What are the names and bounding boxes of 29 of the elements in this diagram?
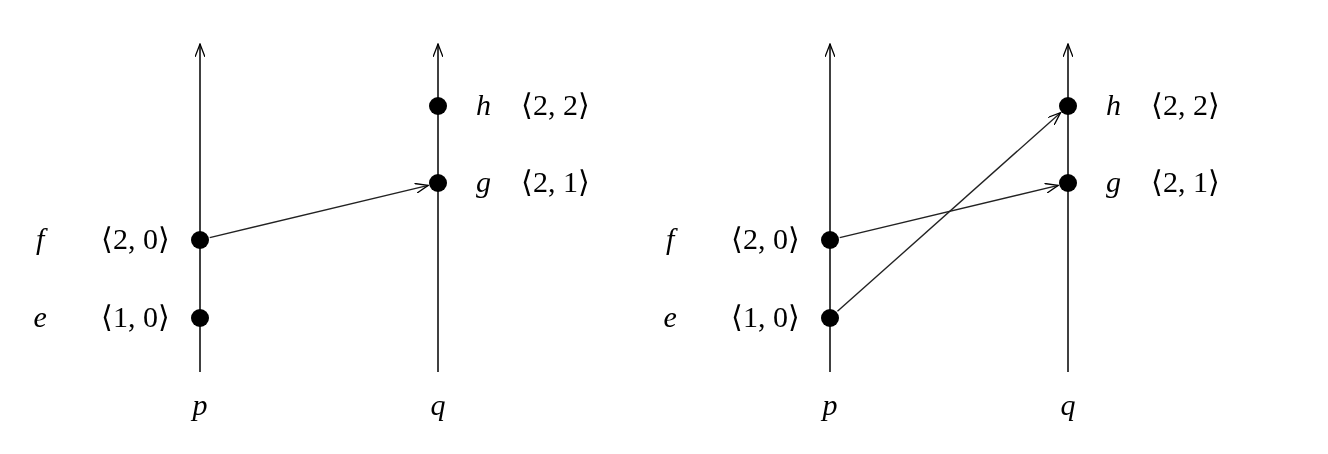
event-dot [429,97,447,115]
message-arrow [209,182,429,239]
vector-timestamp: ⟨2, 0⟩ [731,222,800,256]
event-name: g [1106,165,1121,199]
process-label: q [430,388,446,422]
event-dot [191,309,209,327]
event-dot [821,231,839,249]
vector-timestamp: ⟨2, 1⟩ [521,165,590,199]
event-dot [191,231,209,249]
vector-timestamp: ⟨2, 2⟩ [1151,88,1220,122]
vector-timestamp: ⟨2, 2⟩ [521,88,590,122]
process-label: q [1060,388,1076,422]
event-dot [821,309,839,327]
event-name: e [33,300,47,334]
process-label: p [192,388,208,422]
event-dot [1059,97,1077,115]
vector-timestamp: ⟨2, 1⟩ [1151,165,1220,199]
vector-timestamp: ⟨1, 0⟩ [101,300,170,334]
vector-timestamp: ⟨1, 0⟩ [731,300,800,334]
event-name: h [476,88,491,122]
message-arrow [839,182,1059,239]
event-name: h [1106,88,1121,122]
event-dot [429,174,447,192]
event-name: g [476,165,491,199]
message-arrow [836,111,1062,313]
process-label: p [822,388,838,422]
vector-timestamp: ⟨2, 0⟩ [101,222,170,256]
event-dot [1059,174,1077,192]
event-name: e [663,300,677,334]
